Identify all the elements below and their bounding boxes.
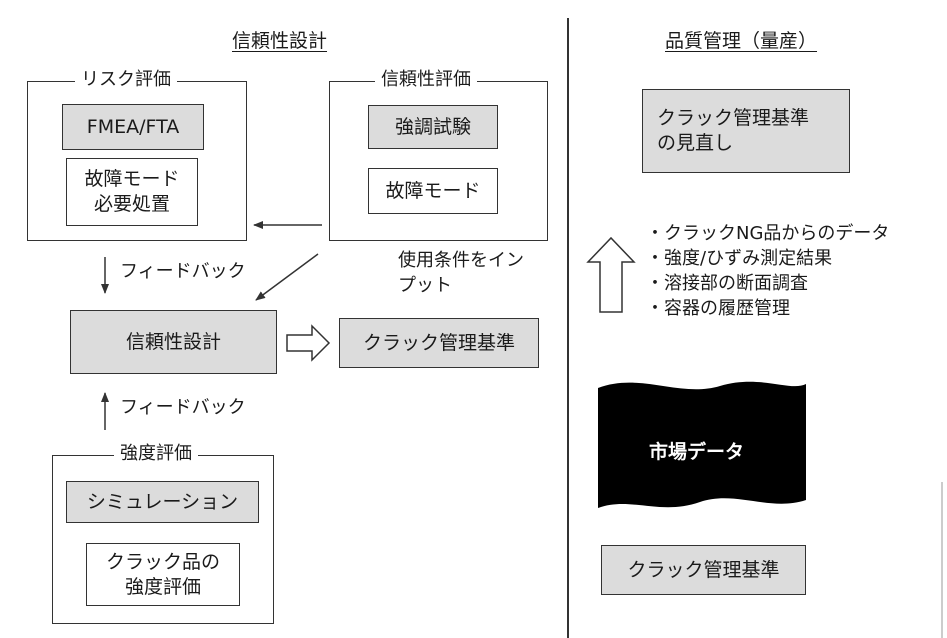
crack-criteria-box-right: クラック管理基準	[601, 545, 806, 595]
failure-mode-action-box: 故障モード 必要処置	[66, 158, 198, 226]
panel-divider	[567, 18, 569, 638]
left-panel-title: 信頼性設計	[232, 30, 328, 52]
right-panel-title: 品質管理（量産）	[665, 30, 818, 52]
feedback-label-top: フィードバック	[120, 261, 246, 282]
data-source-item: ・容器の履歴管理	[646, 298, 790, 319]
arrow-input-to-design	[255, 253, 319, 301]
feedback-label-bottom: フィードバック	[120, 397, 246, 418]
risk-evaluation-legend: リスク評価	[75, 69, 177, 91]
data-source-item: ・強度/ひずみ測定結果	[646, 248, 833, 269]
market-data-shape	[598, 381, 806, 508]
crack-criteria-box-left: クラック管理基準	[339, 318, 539, 368]
hollow-arrow-up	[586, 236, 636, 313]
input-conditions-note: 使用条件をイン プット	[398, 250, 524, 296]
market-data-label: 市場データ	[649, 441, 745, 463]
hollow-arrow-right	[286, 324, 331, 362]
fmea-fta-box: FMEA/FTA	[62, 104, 204, 150]
failure-mode-box: 故障モード	[368, 168, 498, 214]
crack-strength-box: クラック品の 強度評価	[86, 543, 240, 606]
simulation-box: シミュレーション	[66, 481, 259, 523]
strength-evaluation-legend: 強度評価	[114, 443, 198, 465]
data-source-list: ・クラックNG品からのデータ ・強度/ひずみ測定結果 ・溶接部の断面調査 ・容器…	[646, 221, 889, 321]
criteria-review-box: クラック管理基準 の見直し	[642, 89, 850, 173]
reliability-design-box: 信頼性設計	[70, 310, 277, 374]
data-source-item: ・クラックNG品からのデータ	[646, 223, 890, 244]
stress-test-box: 強調試験	[368, 105, 498, 149]
reliability-evaluation-legend: 信頼性評価	[375, 69, 477, 91]
data-source-item: ・溶接部の断面調査	[646, 273, 808, 294]
